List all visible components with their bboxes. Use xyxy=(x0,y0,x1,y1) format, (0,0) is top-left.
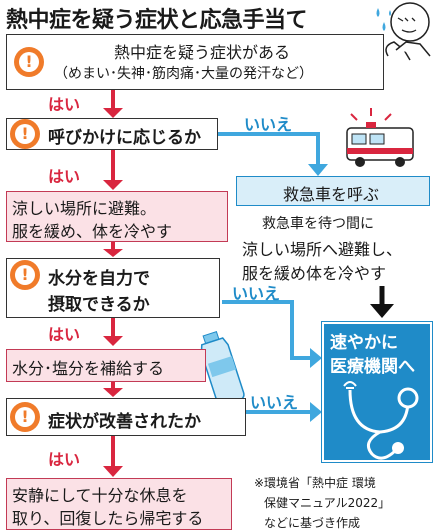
call-ambulance-box xyxy=(236,176,430,206)
replenish-text: 水分･塩分を補給する xyxy=(12,359,165,378)
response-question-text: 呼びかけに応じるか xyxy=(48,128,201,148)
yes-label: はい xyxy=(48,325,81,344)
self-hydrate-question-box xyxy=(6,258,220,318)
self-hydrate-line-1: 水分を自力で xyxy=(48,269,150,289)
evacuate-line-1: 涼しい場所に避難。 xyxy=(12,199,157,218)
hospital-line-1: 速やかに xyxy=(330,333,398,353)
response-question-box xyxy=(6,118,218,150)
ambulance-wait-line-2: 涼しい場所へ避難し、 xyxy=(242,240,403,259)
evacuate-box xyxy=(6,191,228,242)
source-note-line-3: などに基づき作成 xyxy=(264,516,361,530)
no-label: いいえ xyxy=(232,284,281,303)
ambulance-wait-line-1: 救急車を待つ間に xyxy=(262,216,374,232)
source-note-line-2: 保健マニュアル2022」 xyxy=(264,496,391,510)
no-label: いいえ xyxy=(250,393,299,412)
hospital-line-2: 医療機関へ xyxy=(330,357,415,377)
improvement-question-box xyxy=(6,398,246,436)
evacuate-line-2: 服を緩め、体を冷やす xyxy=(12,222,173,241)
alert-icon: ! xyxy=(10,402,40,432)
rest-box xyxy=(6,478,232,530)
improvement-question-text: 症状が改善されたか xyxy=(48,412,201,432)
alert-icon: ! xyxy=(10,260,40,290)
alert-icon: ! xyxy=(10,119,40,149)
symptom-title: 熱中症を疑う症状がある xyxy=(114,43,291,62)
rest-line-1: 安静にして十分な休息を xyxy=(12,486,188,505)
source-note-line-1: ※環境省「熱中症 環境 xyxy=(254,476,376,490)
call-ambulance-text: 救急車を呼ぶ xyxy=(283,185,380,204)
rest-line-2: 取り、回復したら帰宅する xyxy=(12,509,204,528)
replenish-box xyxy=(6,349,206,382)
alert-icon: ! xyxy=(14,47,44,77)
yes-label: はい xyxy=(48,95,81,114)
page-title: 熱中症を疑う症状と応急手当て xyxy=(6,8,308,33)
yes-label: はい xyxy=(48,167,81,186)
symptom-examples: （めまい･失神･筋肉痛･大量の発汗など） xyxy=(54,66,313,82)
no-label: いいえ xyxy=(244,115,293,134)
yes-label: はい xyxy=(48,450,81,469)
self-hydrate-line-2: 摂取できるか xyxy=(48,295,150,315)
ambulance-wait-line-3: 服を緩め体を冷やす xyxy=(242,264,387,283)
symptom-box xyxy=(6,34,384,90)
